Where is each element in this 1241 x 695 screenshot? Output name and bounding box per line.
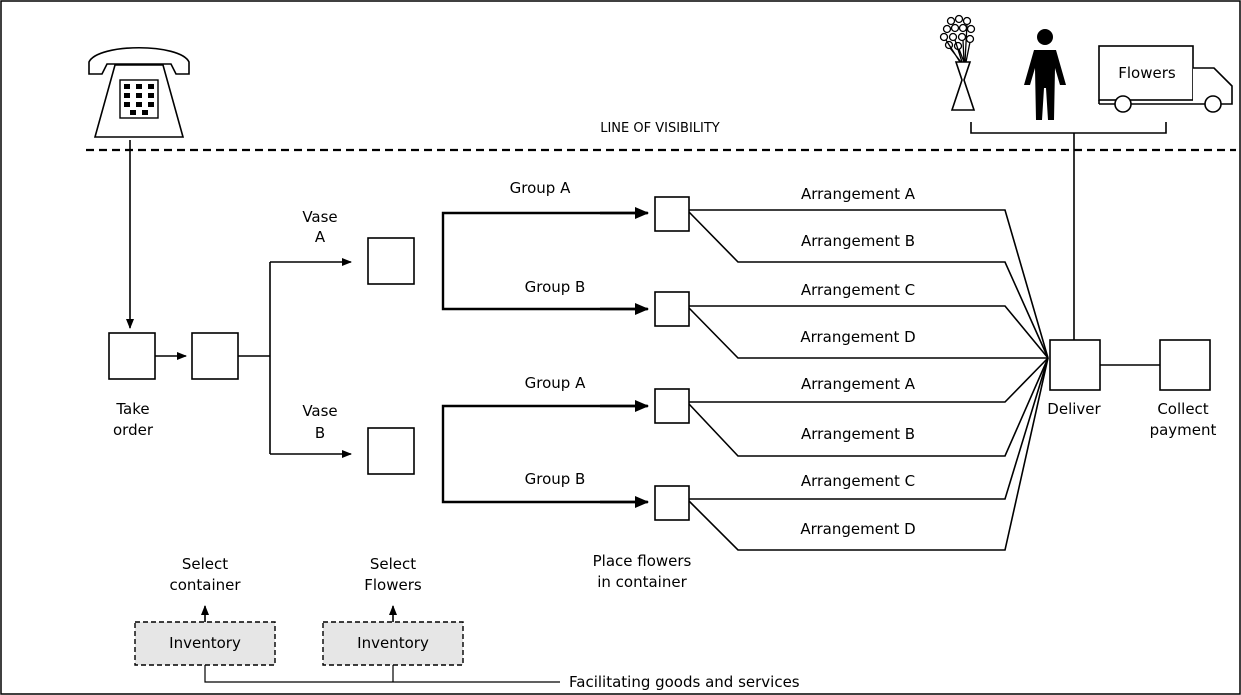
person-icon [1024, 29, 1066, 120]
delivery-truck-icon: Flowers [1098, 45, 1233, 113]
line-of-visibility-label: LINE OF VISIBILITY [600, 121, 720, 136]
inventory-label-2: Inventory [357, 634, 429, 652]
truck-label: Flowers [1118, 64, 1176, 82]
place-flowers-box-2 [654, 291, 690, 327]
place-flowers-box-4 [654, 485, 690, 521]
arrangement-label-6: Arrangement B [801, 425, 915, 443]
place-flowers-box-1 [654, 196, 690, 232]
arrangement-label-4: Arrangement D [800, 328, 915, 346]
visible-elements-bracket [970, 122, 1167, 134]
deliver-label: Deliver [1047, 400, 1101, 418]
vase-a-group-bracket [441, 211, 647, 311]
collect-payment-box [1159, 339, 1211, 391]
inventory-label-1: Inventory [169, 634, 241, 652]
group-label-2: Group B [525, 278, 586, 296]
group-label-1: Group A [510, 179, 571, 197]
vase-a-box [367, 237, 415, 285]
arrangement-lines [688, 209, 1049, 551]
facilitating-label: Facilitating goods and services [569, 673, 800, 691]
arrangement-label-2: Arrangement B [801, 232, 915, 250]
deliver-box [1049, 339, 1101, 391]
prepare-order-box [191, 332, 239, 380]
arrangement-label-3: Arrangement C [801, 281, 915, 299]
arrangement-label-8: Arrangement D [800, 520, 915, 538]
vase-b-box [367, 427, 415, 475]
vase-flowers-icon [939, 14, 976, 111]
arrangement-label-1: Arrangement A [801, 185, 916, 203]
take-order-box [108, 332, 156, 380]
inventory-box-1 [134, 621, 276, 666]
arrangement-label-7: Arrangement C [801, 472, 915, 490]
group-label-4: Group B [525, 470, 586, 488]
arrangement-label-5: Arrangement A [801, 375, 916, 393]
facilitating-bracket [204, 665, 560, 683]
telephone-icon [88, 46, 190, 138]
vase-b-group-bracket [441, 404, 647, 504]
place-flowers-box-3 [654, 388, 690, 424]
group-label-3: Group A [525, 374, 586, 392]
